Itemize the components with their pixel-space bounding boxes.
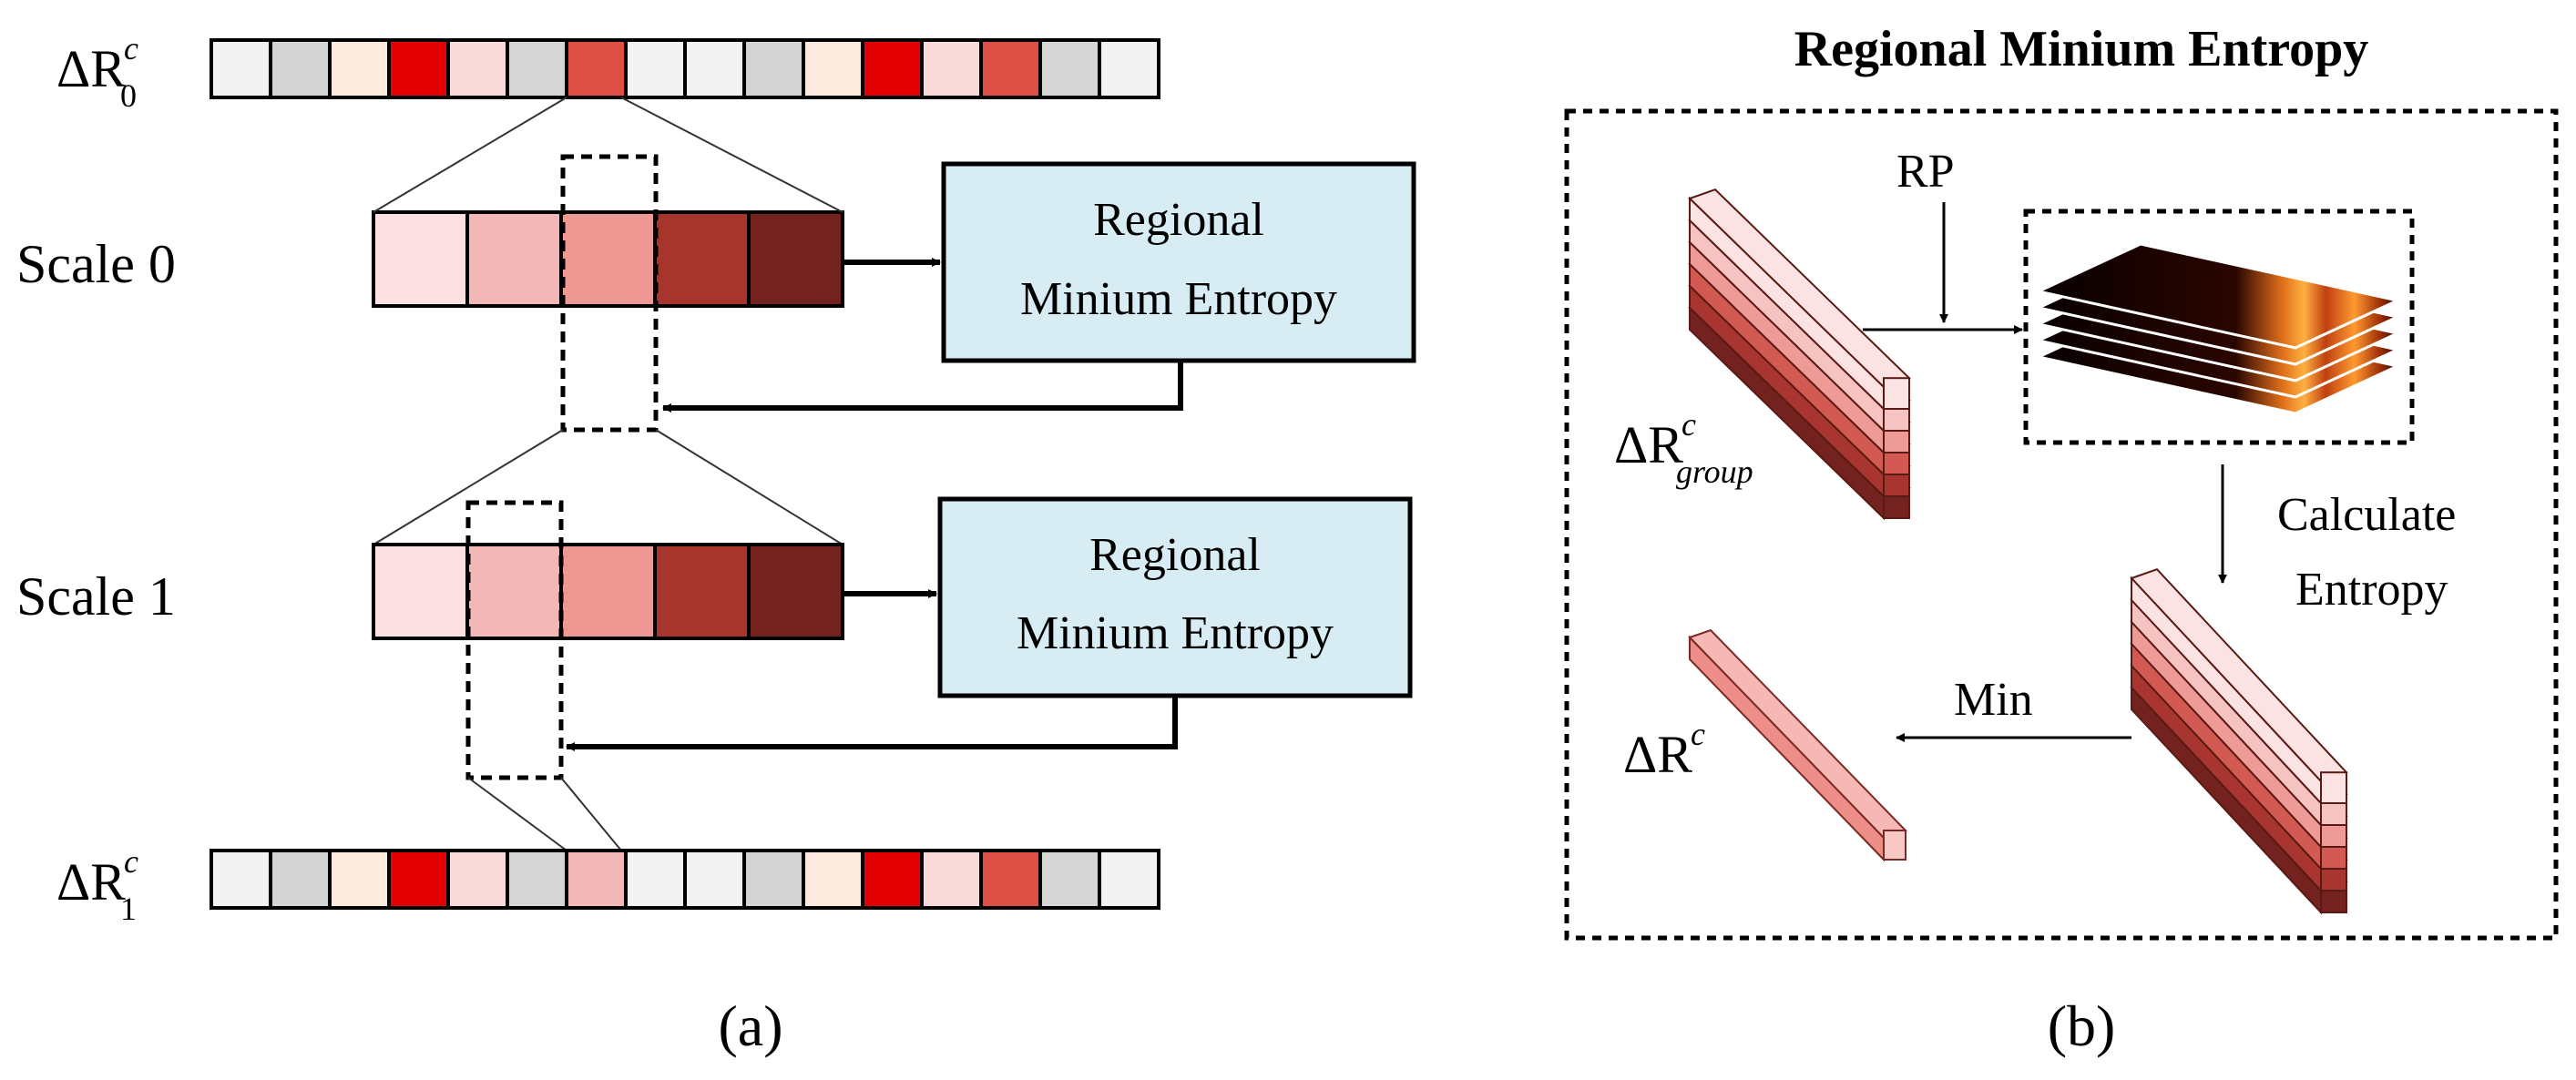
delta-r0-cell-10 bbox=[802, 38, 864, 99]
entropy-stack-layer-end-0 bbox=[2320, 771, 2347, 805]
delta-r1-cell-3 bbox=[387, 849, 450, 910]
scale0-cell-4 bbox=[747, 210, 844, 308]
group-stack-layer-end-0 bbox=[1883, 377, 1910, 411]
panel-b-title: Regional Minium Entropy bbox=[1794, 21, 2369, 77]
calc-label-line2: Entropy bbox=[2295, 564, 2448, 616]
delta-r0-cell-2 bbox=[328, 38, 391, 99]
delta-r0-bar bbox=[210, 38, 1160, 99]
delta-r0-cell-4 bbox=[446, 38, 509, 99]
delta-r1-cell-15 bbox=[1098, 849, 1160, 910]
delta-r0-cell-7 bbox=[624, 38, 687, 99]
scale1-bar bbox=[372, 543, 844, 640]
delta-r1-cell-9 bbox=[742, 849, 805, 910]
scale0-cell-1 bbox=[465, 210, 563, 308]
delta-r1-cell-0 bbox=[210, 849, 272, 910]
zoom-line-top-right bbox=[620, 97, 843, 213]
scale0-cell-2 bbox=[559, 210, 657, 308]
delta-r1-cell-13 bbox=[979, 849, 1042, 910]
delta-r0-cell-9 bbox=[742, 38, 805, 99]
delta-r1-cell-14 bbox=[1038, 849, 1101, 910]
zoom-line-mid-right bbox=[655, 429, 843, 545]
delta-r1-cell-1 bbox=[269, 849, 332, 910]
delta-r1-cell-4 bbox=[446, 849, 509, 910]
delta-r1-cell-10 bbox=[802, 849, 864, 910]
delta-r0-cell-6 bbox=[565, 38, 628, 99]
caption-b: (b) bbox=[2048, 993, 2116, 1058]
rme-box-0-line2: Minium Entropy bbox=[1020, 273, 1337, 325]
entropy-stack bbox=[2130, 568, 2348, 915]
scale1-label: Scale 1 bbox=[16, 566, 176, 627]
rme-box-1: Regional Minium Entropy bbox=[937, 496, 1413, 698]
dashed-window-scale1 bbox=[465, 500, 564, 780]
zoom-line-mid-left bbox=[373, 429, 564, 545]
delta-r0-cell-15 bbox=[1098, 38, 1160, 99]
delta-r0-cell-12 bbox=[920, 38, 983, 99]
scale1-cell-2 bbox=[559, 543, 657, 640]
feedback-arrow-0 bbox=[662, 362, 1183, 413]
delta-r1-cell-12 bbox=[920, 849, 983, 910]
caption-a: (a) bbox=[718, 993, 782, 1058]
scale1-cell-0 bbox=[372, 543, 469, 640]
scale0-label: Scale 0 bbox=[16, 234, 176, 294]
dashed-window-scale0 bbox=[560, 154, 659, 433]
result-bar-top bbox=[1688, 628, 1907, 840]
zoom-line-top-left bbox=[373, 97, 567, 213]
delta-r1-cell-5 bbox=[506, 849, 568, 910]
scale1-cell-3 bbox=[653, 543, 751, 640]
panel-b-frame bbox=[1564, 108, 2559, 941]
zoom-line-bottom-right bbox=[560, 777, 622, 851]
rp-label: RP bbox=[1896, 146, 1955, 198]
delta-r1-cell-8 bbox=[683, 849, 746, 910]
recurrence-plot-stack bbox=[2034, 242, 2402, 415]
scale1-cell-1 bbox=[465, 543, 563, 640]
rme-box-1-line1: Regional bbox=[1089, 529, 1261, 581]
rme-box-0: Regional Minium Entropy bbox=[941, 161, 1416, 363]
delta-r0-cell-13 bbox=[979, 38, 1042, 99]
delta-r0-cell-5 bbox=[506, 38, 568, 99]
group-stack bbox=[1688, 188, 1911, 521]
scale1-cell-4 bbox=[747, 543, 844, 640]
delta-r0-cell-3 bbox=[387, 38, 450, 99]
scale0-bar bbox=[372, 210, 844, 308]
result-bar-end bbox=[1883, 830, 1906, 861]
rme-box-1-line2: Minium Entropy bbox=[1017, 607, 1334, 659]
delta-r0-cell-14 bbox=[1038, 38, 1101, 99]
delta-r1-cell-11 bbox=[861, 849, 924, 910]
delta-r0-cell-0 bbox=[210, 38, 272, 99]
delta-r0-cell-1 bbox=[269, 38, 332, 99]
calc-label-line1: Calculate bbox=[2277, 489, 2456, 541]
rp-images-frame bbox=[2023, 209, 2415, 445]
scale0-cell-0 bbox=[372, 210, 469, 308]
delta-r0-cell-11 bbox=[861, 38, 924, 99]
result-bar-face bbox=[1689, 635, 1885, 862]
min-label: Min bbox=[1954, 674, 2033, 726]
delta-r-result-label: ΔRc bbox=[1623, 716, 1705, 784]
delta-r1-cell-2 bbox=[328, 849, 391, 910]
zoom-line-bottom-left bbox=[467, 777, 567, 851]
delta-r0-cell-8 bbox=[683, 38, 746, 99]
scale0-cell-3 bbox=[653, 210, 751, 308]
rme-box-0-line1: Regional bbox=[1093, 194, 1264, 246]
result-bar bbox=[1688, 628, 1907, 862]
delta-r1-bar bbox=[210, 849, 1160, 910]
delta-r1-cell-7 bbox=[624, 849, 687, 910]
feedback-arrow-1 bbox=[566, 698, 1178, 751]
delta-r1-cell-6 bbox=[565, 849, 628, 910]
rp-layer-0 bbox=[2034, 242, 2402, 350]
